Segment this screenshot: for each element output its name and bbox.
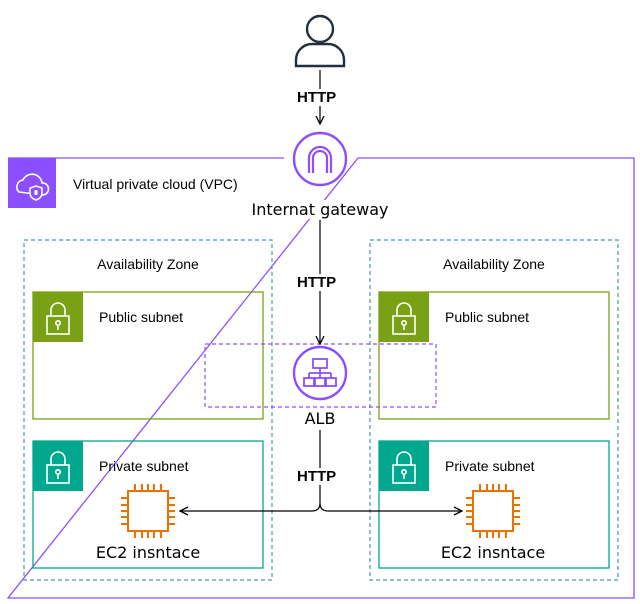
internet-gateway-label: Internat gateway xyxy=(250,200,390,219)
http-label-gateway: HTTP xyxy=(297,274,337,291)
ec2-instance-label-left: EC2 insntace xyxy=(95,543,201,562)
http-label-user: HTTP xyxy=(297,89,337,106)
private-subnet-label-right: Private subnet xyxy=(445,458,535,474)
availability-zone-left xyxy=(23,239,273,581)
vpc-title: Virtual private cloud (VPC) xyxy=(73,176,238,192)
lock-icon xyxy=(46,302,70,335)
lock-icon xyxy=(46,451,70,484)
lock-icon xyxy=(392,302,416,335)
availability-zone-right xyxy=(369,239,619,581)
private-subnet-label-left: Private subnet xyxy=(99,458,189,474)
public-subnet-label-right: Public subnet xyxy=(445,309,530,325)
http-label-alb: HTTP xyxy=(297,468,337,485)
public-subnet-label-left: Public subnet xyxy=(99,309,184,325)
vpc-icon xyxy=(8,158,56,208)
availability-zone-title-left: Availability Zone xyxy=(97,256,199,272)
ec2-chip-icon xyxy=(121,484,175,538)
alb-label: ALB xyxy=(304,409,336,428)
internet-gateway-icon xyxy=(292,131,348,187)
user-icon xyxy=(294,14,346,68)
load-balancer-icon xyxy=(292,345,348,401)
ec2-instance-label-right: EC2 insntace xyxy=(440,543,546,562)
alb-to-ec2-right-arrow xyxy=(319,502,462,511)
lock-icon xyxy=(392,451,416,484)
availability-zone-title-right: Availability Zone xyxy=(443,256,545,272)
ec2-chip-icon xyxy=(466,484,520,538)
